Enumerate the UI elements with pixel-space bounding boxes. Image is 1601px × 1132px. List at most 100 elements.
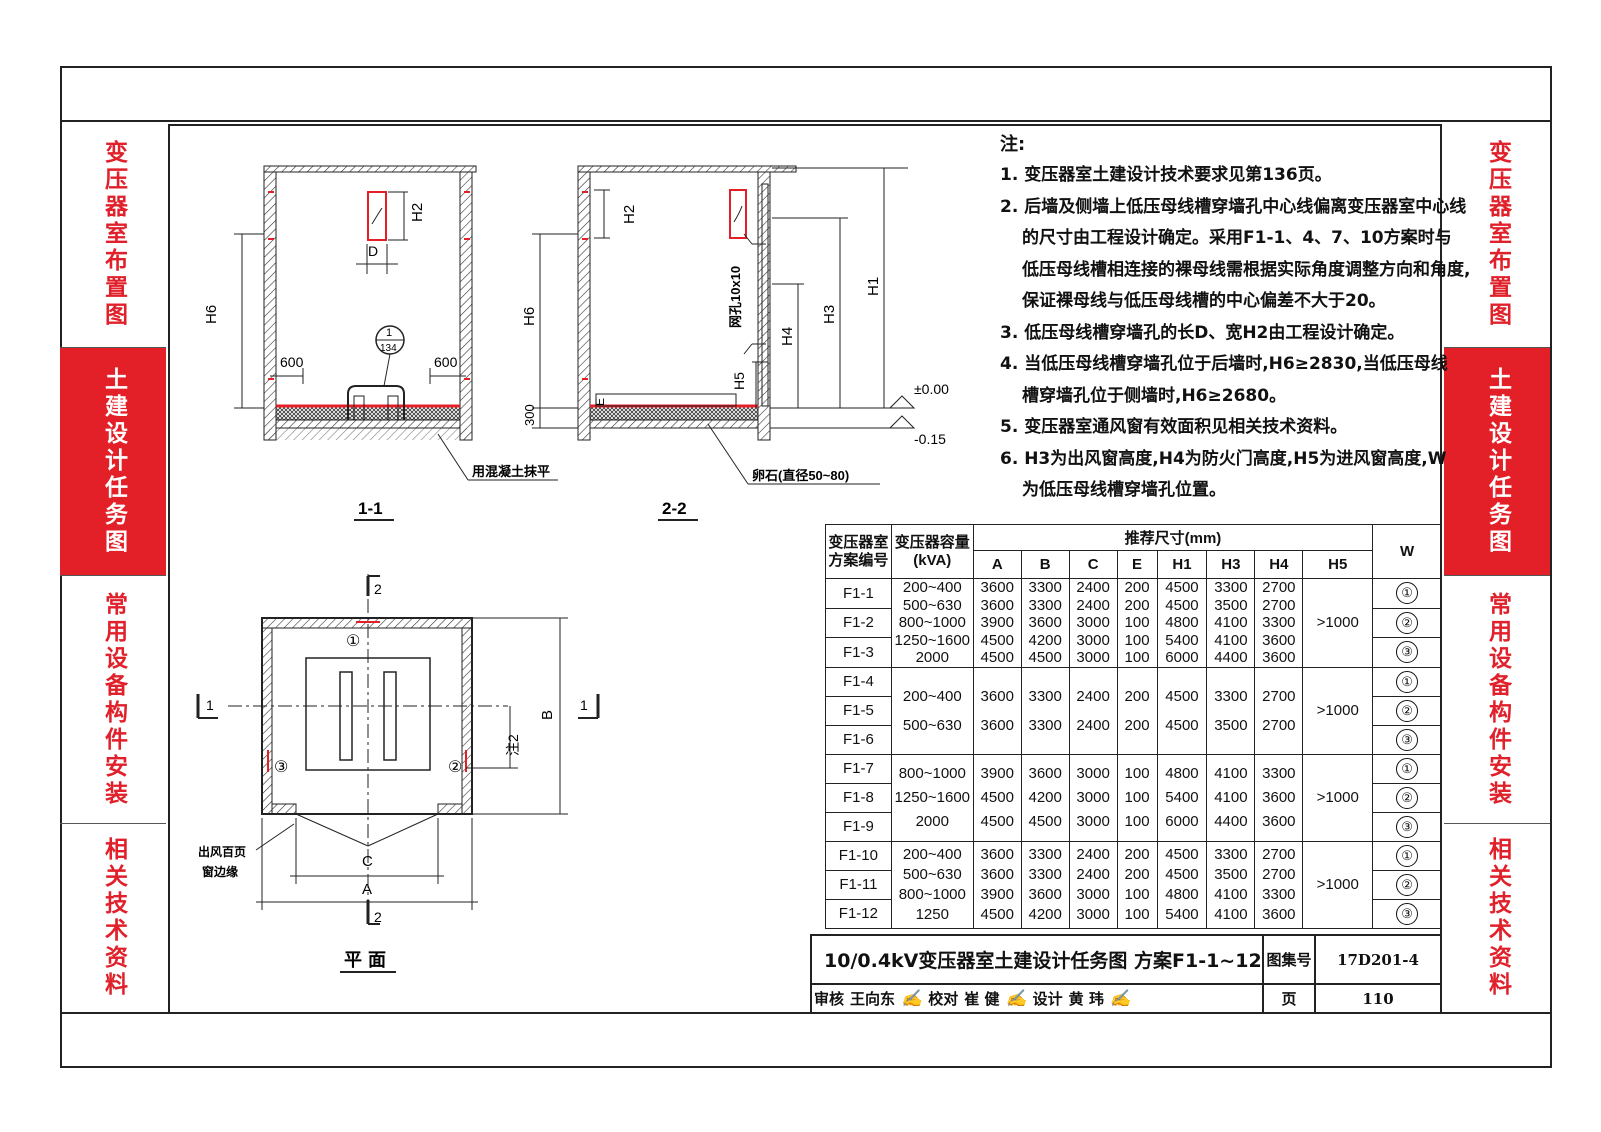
s1-floor-layer: [275, 405, 461, 421]
note-line: 保证裸母线与低压母线槽的中心偏差不大于20。: [1022, 291, 1386, 311]
side-band-layout[interactable]: 变压器室布置图: [60, 122, 166, 348]
note-line: 4. 当低压母线槽穿墙孔位于后墙时,H6≥2830,当低压母线: [1000, 354, 1448, 374]
atlas-number: 17D201-4: [1314, 934, 1442, 985]
plan-title: 平面: [344, 950, 392, 970]
s1-h2-label: H2: [409, 203, 426, 222]
note-line: 3. 低压母线槽穿墙孔的长D、宽H2由工程设计确定。: [1000, 322, 1405, 343]
s1-dim600-left: 600: [280, 354, 304, 370]
plan-louver-2: 窗边缘: [202, 864, 238, 879]
atlas-label: 图集号: [1262, 934, 1316, 985]
s1-dim600-right: 600: [434, 354, 458, 370]
drawing-title: 10/0.4kV变压器室土建设计任务图 方案F1-1~12: [810, 934, 1264, 985]
side-band-reference-right[interactable]: 相关技术资料: [1484, 837, 1511, 999]
notes-block: 1. 变压器室土建设计技术要求见第136页。 2. 后墙及侧墙上低压母线槽穿墙孔…: [1000, 160, 1471, 507]
s2-busbar-hole: [729, 189, 747, 239]
th-dims: 推荐尺寸(mm): [972, 524, 1374, 551]
plan-mark-3: ③: [274, 759, 288, 776]
note-line: 为低压母线槽穿墙孔位置。: [1022, 480, 1226, 500]
s2-level-neg: -0.15: [914, 431, 946, 447]
section-2-2: H6 300 H2 网孔10x10 H1 H3 H4 H5 E ±0.00 -0…: [521, 165, 949, 521]
plan-cut-1-left: 1: [206, 697, 214, 713]
side-band-equipment[interactable]: 常用设备构件安装: [60, 576, 166, 824]
col-h1: H1: [1156, 550, 1208, 579]
s2-h6-label: H6: [521, 307, 538, 326]
s2-right-wall: [757, 171, 771, 441]
plan-cut-2-top: 2: [374, 581, 382, 597]
plan-louver-1: 出风百页: [198, 844, 246, 859]
s2-left-wall: [577, 171, 591, 441]
section-1-1-title: 1-1: [358, 499, 383, 518]
plan-cut-2-bot: 2: [374, 909, 382, 925]
col-h4: H4: [1254, 550, 1304, 579]
page-number: 110: [1314, 983, 1442, 1014]
side-band-equipment-right[interactable]: 常用设备构件安装: [1444, 576, 1550, 824]
plan-b-label: B: [539, 710, 556, 720]
table-row: F1-8 ②: [825, 782, 1442, 813]
left-side-index: 变压器室布置图 土建设计任务图 常用设备构件安装 相关技术资料: [60, 122, 166, 1012]
side-band-layout-right[interactable]: 变压器室布置图: [1444, 122, 1550, 348]
s1-d-label: D: [368, 243, 378, 259]
note-line: 5. 变压器室通风窗有效面积见相关技术资料。: [1000, 417, 1348, 437]
side-band-civil-right[interactable]: 土建设计任务图: [1444, 348, 1550, 576]
note-line: 1. 变压器室土建设计技术要求见第136页。: [1000, 165, 1332, 185]
th-w: W: [1372, 524, 1442, 579]
section-2-2-title: 2-2: [662, 499, 687, 518]
s2-mesh-label: 网孔10x10: [728, 266, 743, 328]
s1-left-wall: [263, 171, 277, 441]
s1-roof: [263, 165, 477, 173]
page-label: 页: [1262, 983, 1316, 1014]
plan-room: [261, 617, 473, 815]
signature-row: 审核 王向东 ✍ 校对 崔 健 ✍ 设计 黄 玮 ✍: [810, 983, 1264, 1014]
side-band-civil[interactable]: 土建设计任务图: [60, 348, 166, 576]
col-h5: H5: [1302, 550, 1374, 579]
dimension-table: 变压器室方案编号 变压器容量(kVA) 推荐尺寸(mm) W A B C E H…: [825, 524, 1442, 929]
note-line: 6. H3为出风窗高度,H4为防火门高度,H5为进风窗高度,W: [1000, 448, 1447, 469]
plan-mark-2: ②: [448, 759, 462, 776]
s2-h5-label: H5: [731, 372, 747, 390]
plan-mark-1: ①: [346, 633, 360, 650]
s2-e-label: E: [593, 398, 607, 406]
s1-h6-label: H6: [203, 305, 220, 324]
note-line: 2. 后墙及侧墙上低压母线槽穿墙孔中心线偏离变压器室中心线: [1000, 196, 1467, 217]
table-row: F1-6 ③: [825, 724, 1442, 755]
s2-h1-label: H1: [865, 277, 882, 296]
check-signature: ✍: [1005, 988, 1027, 1009]
plan-c-label: C: [362, 853, 373, 870]
table-row: F1-5 ②: [825, 695, 1442, 726]
drawing-svg: H6 H2 D 600 600 1 134 用混凝土抹平 1-1: [196, 165, 949, 973]
plan-a-label: A: [362, 881, 372, 898]
col-b: B: [1020, 550, 1070, 579]
frame-top-rule: [60, 120, 1552, 122]
plan-view: ① ② ③ 2 2 1 1 B 注2 C A 出风百页 窗边缘 平面: [196, 574, 600, 973]
side-band-reference[interactable]: 相关技术资料: [100, 837, 127, 999]
th-capacity: 变压器容量(kVA): [890, 524, 974, 579]
table-row: F1-12 ③: [825, 898, 1442, 929]
s1-concrete-note: 用混凝土抹平: [471, 464, 550, 479]
s1-busbar-hole: [367, 191, 387, 241]
th-scheme: 变压器室方案编号: [825, 524, 892, 579]
s2-h2-label: H2: [621, 205, 638, 224]
right-side-index: 变压器室布置图 土建设计任务图 常用设备构件安装 相关技术资料: [1444, 122, 1550, 1012]
col-e: E: [1116, 550, 1158, 579]
col-a: A: [972, 550, 1022, 579]
col-c: C: [1068, 550, 1118, 579]
plan-note2-label: 注2: [505, 734, 521, 756]
col-h3: H3: [1206, 550, 1256, 579]
note-line: 的尺寸由工程设计确定。采用F1-1、4、7、10方案时与: [1022, 228, 1452, 248]
s2-level-0: ±0.00: [914, 381, 949, 397]
s2-h4-label: H4: [779, 327, 796, 346]
plan-cut-1-right: 1: [580, 697, 588, 713]
s2-300-label: 300: [522, 404, 537, 426]
notes-title: 注:: [1000, 134, 1026, 155]
title-block: 10/0.4kV变压器室土建设计任务图 方案F1-1~12 图集号 17D201…: [810, 934, 1442, 1014]
review-signature: ✍: [901, 988, 923, 1009]
s1-ref-top: 1: [386, 327, 392, 339]
s2-gravel-note: 卵石(直径50~80): [752, 468, 849, 483]
note-line: 低压母线槽相连接的裸母线需根据实际角度调整方向和角度,: [1022, 259, 1471, 280]
s1-right-wall: [459, 171, 473, 441]
note-line: 槽穿墙孔位于侧墙时,H6≥2680。: [1022, 385, 1287, 406]
